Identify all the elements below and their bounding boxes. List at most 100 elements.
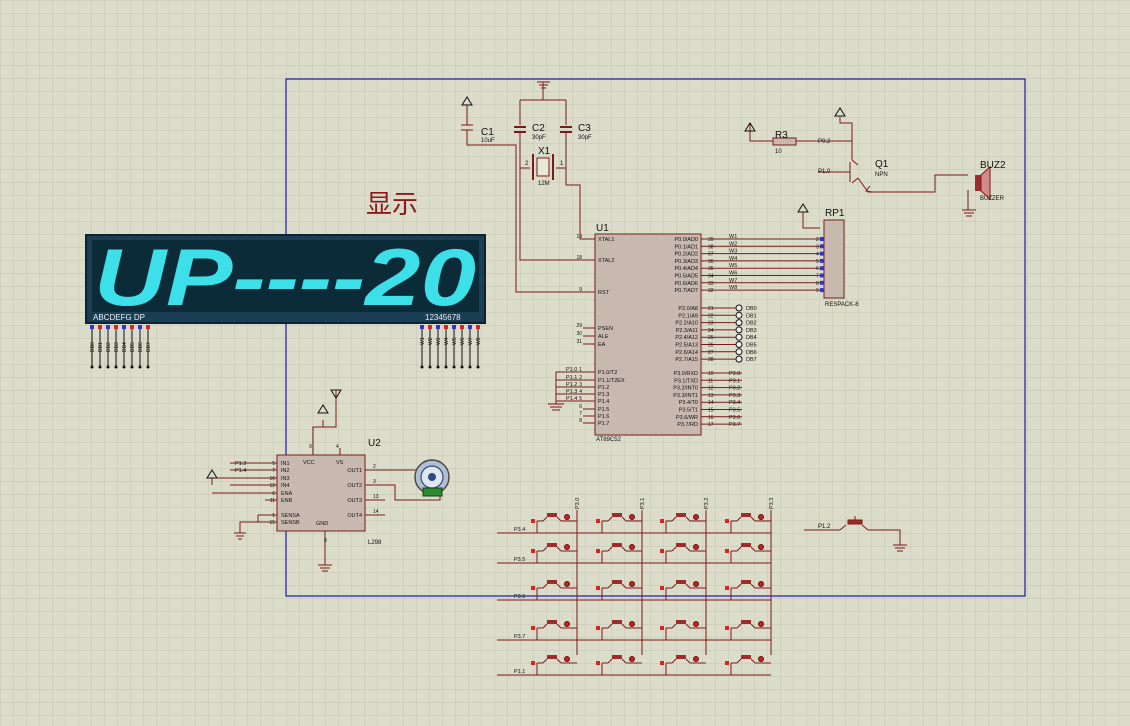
keypad-key-contact (536, 546, 577, 563)
driver-pin-number: 5 (272, 461, 275, 467)
keypad-col-net: P3.2 (704, 498, 710, 509)
keypad-key-dot (758, 621, 764, 627)
keypad-key-cap (547, 543, 557, 547)
mcu-pin-name: P3.0/RXD (674, 371, 698, 377)
driver-pin-number: 3 (373, 479, 376, 485)
pin-junction (436, 365, 440, 369)
keypad-key-dot (693, 514, 699, 520)
seg-pin-label: DB2 (106, 342, 112, 352)
pin-junction (428, 365, 432, 369)
keypad-key-dot (564, 621, 570, 627)
mcu-pin-name: P3.3/INT1 (673, 393, 698, 399)
mcu-pin-number: 4 (579, 389, 582, 395)
driver-pin-number: 10 (269, 476, 275, 482)
mcu-pin-number: 38 (708, 244, 714, 250)
pin-marker (725, 661, 729, 665)
mcu-pin-number: 33 (708, 281, 714, 287)
net-label: DB2 (746, 321, 757, 327)
mcu-pin-number: 12 (708, 386, 714, 392)
seven-segment-display[interactable]: 显示 UP----20 ABCDEFG DP 12345678 (85, 189, 486, 324)
driver-vcc-arrows (206, 389, 342, 479)
pin-marker (114, 325, 118, 329)
net-terminal (735, 319, 743, 327)
l298-driver[interactable]: U2 L298 (276, 438, 382, 546)
pin-junction (138, 365, 142, 369)
net-label: P3.7 (729, 422, 740, 428)
mcu-pin-number: 21 (708, 306, 714, 312)
pin-marker (596, 626, 600, 630)
c2-value: 30pF (532, 135, 546, 141)
mcu-pin-number: 25 (708, 335, 714, 341)
mcu-pin-number: 13 (708, 393, 714, 399)
keypad-key-dot (564, 544, 570, 550)
pin-marker (820, 288, 824, 293)
keypad-key-cap (741, 620, 751, 624)
motor-icon[interactable] (414, 459, 450, 497)
driver-pin-number: 14 (373, 509, 379, 515)
extra-key[interactable] (804, 516, 907, 552)
keypad-key-cap (547, 580, 557, 584)
pin-marker (725, 626, 729, 630)
mcu-pin-number: 24 (708, 328, 714, 334)
driver-pin-number: 2 (373, 464, 376, 470)
keypad-key-dot (564, 514, 570, 520)
buzzer-icon[interactable] (975, 165, 991, 201)
mcu-gnd (548, 372, 564, 411)
keypad-row-net: P3.4 (514, 527, 525, 533)
keypad-key-cap (676, 513, 686, 517)
pin-junction (130, 365, 134, 369)
keypad-key-cap (547, 620, 557, 624)
keypad-key-contact (665, 516, 706, 533)
pin-marker (820, 266, 824, 271)
mcu-pin-name: P0.1/AD1 (674, 244, 698, 250)
driver-pin-name: IN3 (281, 476, 290, 482)
net-label: W8 (729, 285, 737, 291)
q1-net: P1.0 (818, 169, 831, 175)
mcu-pin-name: P2.5/A13 (675, 343, 698, 349)
keypad-key-cap (612, 580, 622, 584)
pin-marker (531, 586, 535, 590)
keypad-key-cap (741, 513, 751, 517)
keypad-key-contact (601, 623, 642, 640)
seg-pin-label: DB7 (146, 342, 152, 352)
mcu-pin-name: PSEN (598, 326, 613, 332)
pin-marker (725, 519, 729, 523)
mcu-pin-number: 14 (708, 400, 714, 406)
pin-marker (820, 244, 824, 249)
mcu-pin-number: 8 (579, 418, 582, 424)
mcu-pin-number: 29 (576, 323, 582, 329)
keypad-key-contact (665, 546, 706, 563)
pin-junction (476, 365, 480, 369)
pin-marker (596, 549, 600, 553)
driver-part: L298 (368, 540, 382, 546)
respack-rp1[interactable]: RP1 RESPACK-8 (797, 203, 859, 308)
rp1-pin-number: 6 (816, 266, 819, 272)
mcu-pin-number: 34 (708, 274, 714, 280)
rp1-pin-number: 9 (816, 288, 819, 294)
c1-value: 10uF (481, 138, 495, 144)
mcu-pin-name: P2.3/A11 (676, 328, 698, 334)
keypad-key-dot (758, 656, 764, 662)
keypad-key-contact (601, 546, 642, 563)
net-label: P1.3 (235, 461, 246, 467)
net-label: P1.4 (566, 396, 577, 402)
keypad-key-dot (758, 514, 764, 520)
mcu-pin-name: P3.1/TXD (674, 378, 698, 384)
driver-pin-number: 8 (324, 538, 327, 544)
mcu-pin-number: 16 (708, 415, 714, 421)
mcu-pin-name: P0.5/AD5 (674, 274, 698, 280)
keypad-key-contact (730, 658, 771, 675)
mcu-u1[interactable]: U1 AT89C52 (594, 223, 702, 443)
rp1-pin-number: 7 (816, 274, 819, 280)
keypad-key-dot (629, 656, 635, 662)
keypad-key-contact (665, 658, 706, 675)
keypad-key-cap (547, 655, 557, 659)
mcu-pin-number: 6 (579, 404, 582, 410)
mcu-pin-number: 3 (579, 382, 582, 388)
extra-key-net: P1.2 (818, 524, 831, 530)
c3-value: 30pF (578, 135, 592, 141)
mcu-pin-name: P1.4 (598, 399, 609, 405)
